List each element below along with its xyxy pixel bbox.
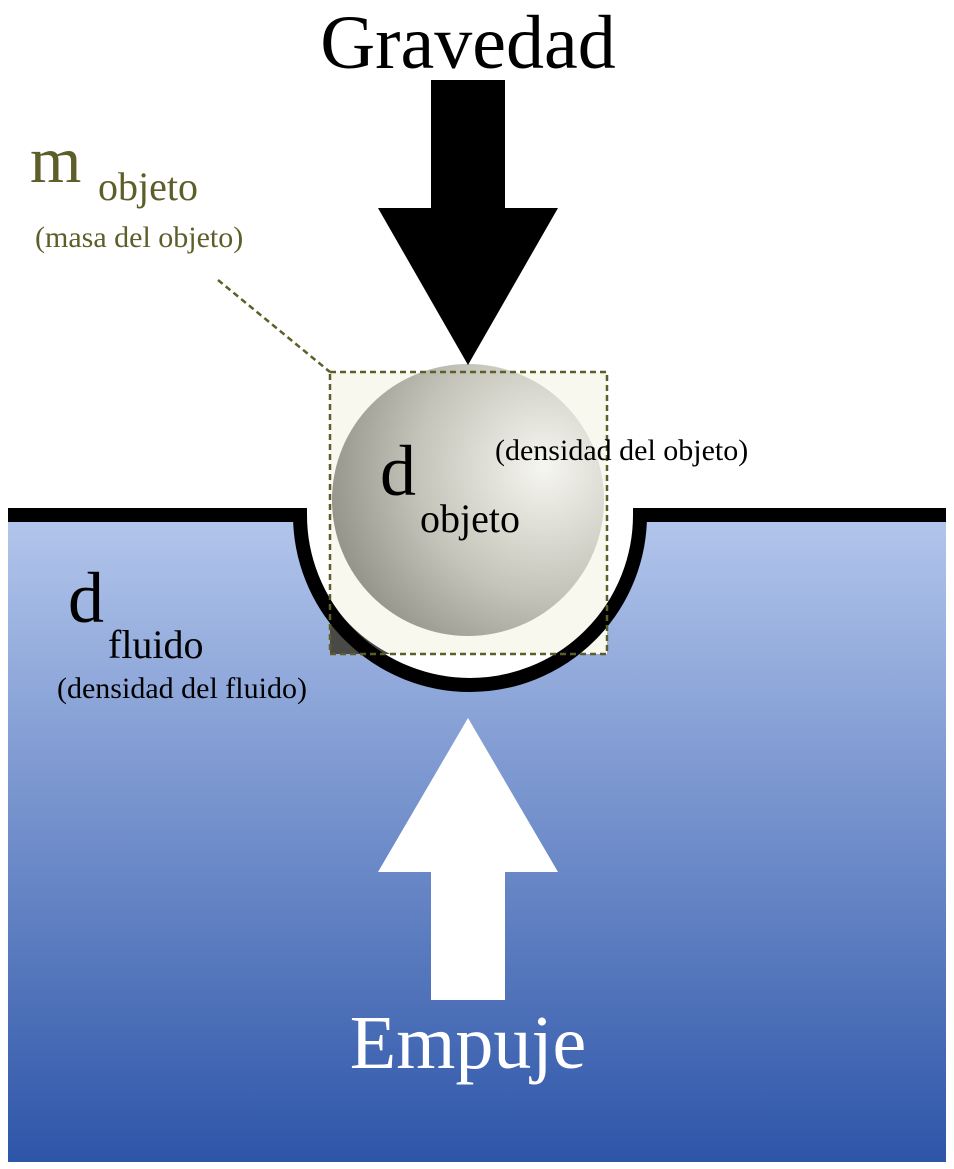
- arrow-down-icon: [378, 80, 558, 365]
- object-density-subscript: objeto: [420, 496, 520, 541]
- object-sphere: [332, 364, 604, 636]
- box-fluid-overlap: [330, 600, 390, 654]
- mass-symbol: m: [30, 124, 81, 197]
- arrow-up-icon: [378, 718, 558, 1000]
- fluid-surface-line: [8, 508, 946, 692]
- mass-description: (masa del objeto): [35, 221, 243, 254]
- fluid-density-symbol: d: [68, 558, 104, 638]
- buoyancy-label: Empuje: [350, 1001, 586, 1085]
- gravity-label: Gravedad: [320, 1, 615, 85]
- mass-leader-line: [217, 279, 331, 373]
- object-density-symbol: d: [380, 431, 416, 511]
- object-density-description: (densidad del objeto): [495, 434, 748, 467]
- fluid-density-description: (densidad del fluido): [57, 672, 307, 705]
- fluid-density-subscript: fluido: [108, 622, 204, 667]
- mass-subscript: objeto: [98, 164, 198, 209]
